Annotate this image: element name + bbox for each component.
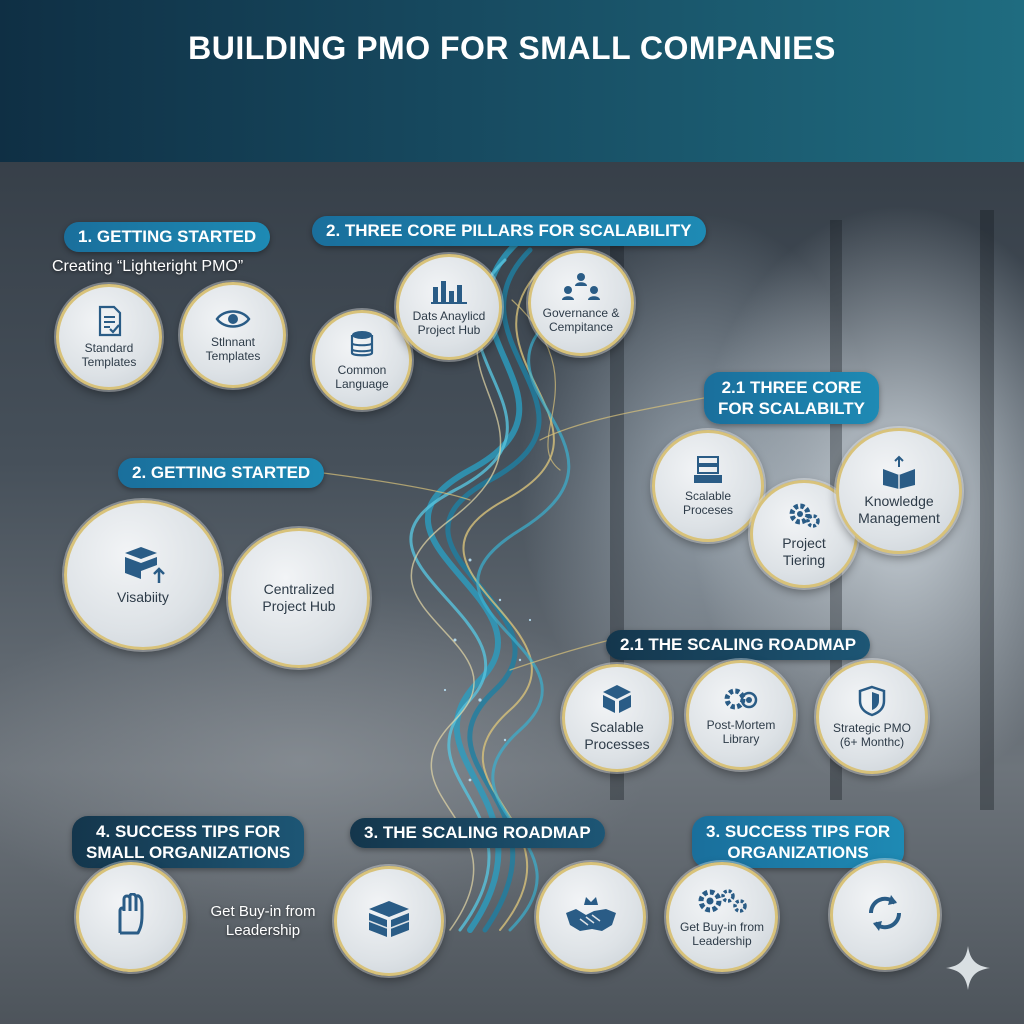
gear-target-icon (724, 688, 758, 710)
section-3-scaling-roadmap-label: 3. THE SCALING ROADMAP (350, 818, 605, 848)
common-language-label: Common Language (335, 363, 389, 391)
refresh-circle[interactable] (830, 860, 940, 970)
standard-templates-label: Standard Templates (81, 341, 137, 369)
handshake-crown-icon (566, 897, 616, 931)
org-chart-icon (562, 273, 600, 300)
post-mortem-library-circle[interactable]: Post-Mortem Library (686, 660, 796, 770)
stlnnant-templates-label: Stlnnant Templates (205, 335, 261, 363)
section-3-line2: ORGANIZATIONS (727, 843, 869, 862)
strategic-pmo-label: Strategic PMO (6+ Monthc) (832, 721, 912, 749)
bar-chart-icon (431, 281, 467, 304)
section-21-line1: 2.1 THREE CORE (721, 378, 862, 397)
hand-icon (118, 893, 144, 935)
cube-icon (603, 685, 631, 713)
section-getting-started-label: 1. GETTING STARTED (64, 222, 271, 252)
project-hub-label: Dats Anaylicd Project Hub (412, 309, 486, 337)
page-title: BUILDING PMO FOR SMALL COMPANIES (188, 30, 836, 66)
gears-icon (698, 889, 747, 913)
common-language-circle[interactable]: Common Language (312, 310, 412, 410)
knowledge-management-label: Knowledge Management (858, 493, 940, 526)
governance-label: Governance & Cempitance (542, 306, 620, 334)
stack-arrow-icon (125, 546, 165, 583)
centralized-project-hub-label: Centralized Project Hub (262, 581, 336, 614)
project-tiering-label: Project Tiering (782, 535, 826, 568)
visabiity-circle[interactable]: Visabiity (64, 500, 222, 650)
standard-templates-circle[interactable]: Standard Templates (56, 284, 162, 390)
handshake-circle[interactable] (536, 862, 646, 972)
server-stack-icon (694, 456, 722, 483)
knowledge-management-circle[interactable]: Knowledge Management (836, 428, 962, 554)
section-21-scaling-roadmap-label: 2.1 THE SCALING ROADMAP (606, 630, 871, 660)
section-4-success-tips-label: 4. SUCCESS TIPS FOR SMALL ORGANIZATIONS (72, 816, 305, 868)
refresh-icon (868, 895, 902, 931)
section-three-core-pillars-label: 2. THREE CORE PILLARS FOR SCALABILITY (312, 216, 706, 246)
post-mortem-library-label: Post-Mortem Library (706, 718, 776, 746)
box-stack-icon (368, 901, 410, 937)
book-icon (883, 455, 915, 489)
scalable-proceses-circle[interactable]: Scalable Proceses (652, 430, 764, 542)
section-3-line1: 3. SUCCESS TIPS FOR (706, 822, 891, 841)
hand-circle[interactable] (76, 862, 186, 972)
visabiity-label: Visabiity (117, 588, 169, 605)
section-getting-started-2-label: 2. GETTING STARTED (118, 458, 325, 488)
eye-icon (215, 310, 251, 328)
window-frame (610, 240, 624, 800)
gears-icon (789, 503, 820, 528)
strategic-pmo-circle[interactable]: Strategic PMO (6+ Monthc) (816, 660, 928, 774)
header-banner (0, 0, 1024, 162)
scalable-processes-circle[interactable]: Scalable Processes (562, 664, 672, 772)
document-check-icon (98, 305, 122, 337)
get-buy-in-circle[interactable]: Get Buy-in from Leadership (666, 862, 778, 972)
scalable-proceses-label: Scalable Proceses (682, 489, 734, 517)
window-frame (980, 210, 994, 810)
centralized-project-hub-circle[interactable]: Centralized Project Hub (228, 528, 370, 668)
get-buy-in-label: Get Buy-in from Leadership (679, 920, 765, 948)
section-3-success-tips-label: 3. SUCCESS TIPS FOR ORGANIZATIONS (692, 816, 905, 868)
governance-circle[interactable]: Governance & Cempitance (528, 250, 634, 356)
scalable-processes-label: Scalable Processes (584, 719, 650, 752)
section-21-three-core-label: 2.1 THREE CORE FOR SCALABILTY (704, 372, 880, 424)
section-4-line1: 4. SUCCESS TIPS FOR (96, 822, 281, 841)
database-icon (350, 331, 374, 357)
shield-icon (858, 685, 886, 717)
section-getting-started-subtitle: Creating “Lighteright PMO” (52, 258, 244, 275)
section-21-line2: FOR SCALABILTY (718, 399, 866, 418)
get-buy-in-text: Get Buy-in from Leadership (210, 903, 316, 939)
stlnnant-templates-circle[interactable]: Stlnnant Templates (180, 282, 286, 388)
project-hub-circle[interactable]: Dats Anaylicd Project Hub (396, 254, 502, 360)
box-stack-circle[interactable] (334, 866, 444, 976)
section-4-line2: SMALL ORGANIZATIONS (86, 843, 291, 862)
sparkle-icon (946, 946, 990, 990)
